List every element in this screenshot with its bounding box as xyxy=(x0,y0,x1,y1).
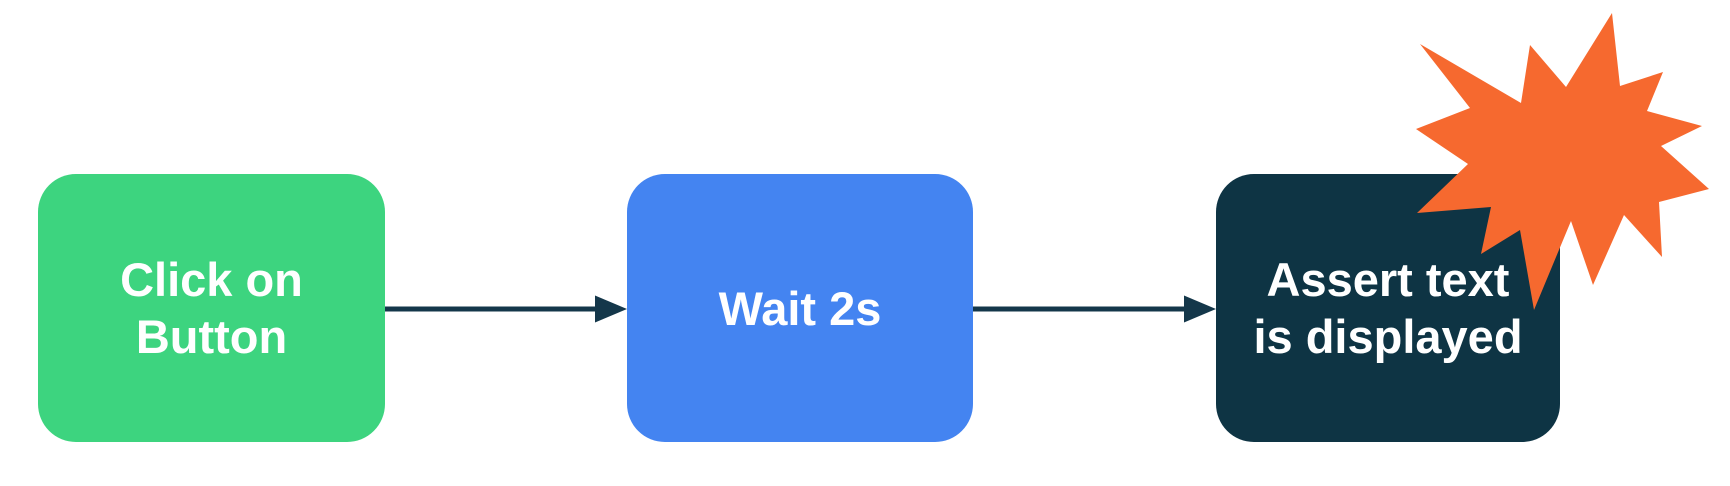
node-label-line: Wait 2s xyxy=(718,281,882,335)
node-label-line: Click on xyxy=(120,253,303,306)
connector-arrow-1 xyxy=(385,295,627,323)
node-wait-2s[interactable]: Wait 2s xyxy=(627,174,973,442)
arrowhead-icon xyxy=(1184,295,1216,323)
connector-arrow-2 xyxy=(973,295,1216,323)
node-label-line: Assert text xyxy=(1266,253,1510,306)
arrowhead-icon xyxy=(595,295,627,323)
node-assert-text-displayed[interactable]: Assert text is displayed xyxy=(1216,174,1560,442)
node-label-line: Button xyxy=(135,310,288,363)
node-label-line: is displayed xyxy=(1253,310,1523,363)
node-click-on-button[interactable]: Click on Button xyxy=(38,174,385,442)
